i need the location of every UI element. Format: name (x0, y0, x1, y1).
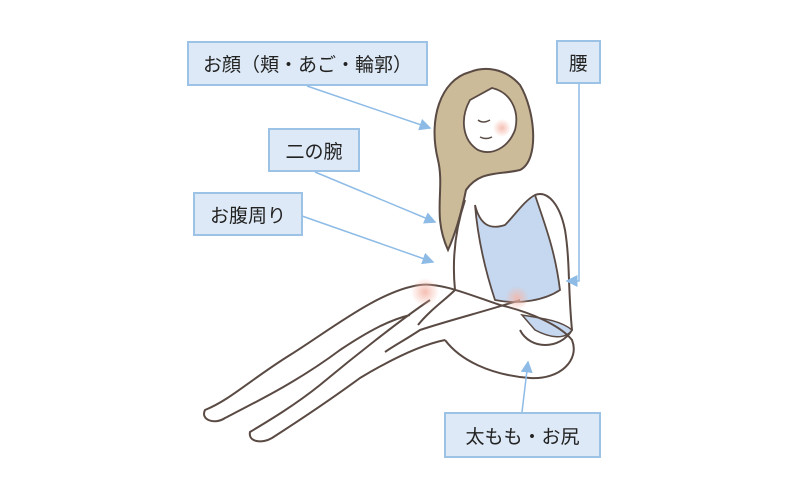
arrows (301, 84, 580, 413)
tank-top (474, 193, 561, 303)
label-upper-arm: 二の腕 (268, 128, 360, 172)
label-thigh-hip: 太もも・お尻 (444, 412, 601, 458)
arms (384, 199, 521, 353)
legs (203, 284, 446, 443)
label-waist: 腰 (556, 40, 601, 84)
label-face: お顔（頬・あご・輪郭） (187, 41, 428, 86)
label-belly: お腹周り (193, 192, 303, 236)
